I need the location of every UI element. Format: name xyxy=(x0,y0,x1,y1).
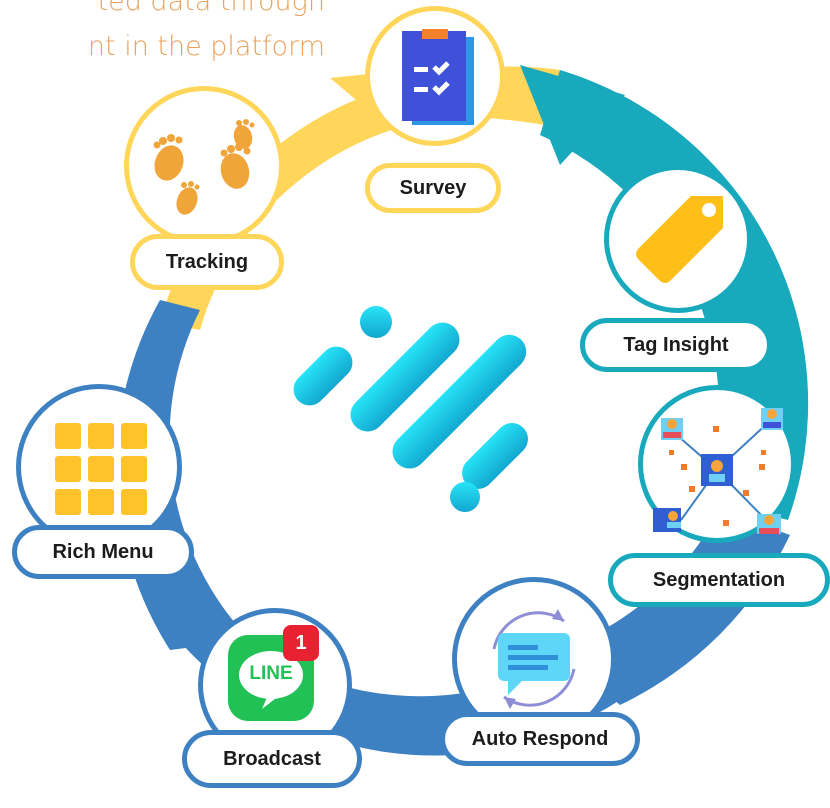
tag-insight-label[interactable]: Tag Insight xyxy=(580,318,772,372)
network-users-icon xyxy=(653,408,783,534)
speech-bubble-icon xyxy=(239,651,303,709)
survey-node[interactable] xyxy=(365,6,505,146)
ring-arrow-head-teal xyxy=(520,65,625,165)
tracking-label[interactable]: Tracking xyxy=(130,234,284,290)
headline-line-2: nt in the platform xyxy=(87,31,325,62)
segmentation-label[interactable]: Segmentation xyxy=(608,553,830,607)
clipboard-checklist-icon xyxy=(402,29,474,125)
line-app-text: LINE xyxy=(249,663,293,684)
line-app-icon: LINE xyxy=(228,635,314,721)
rich-menu-node[interactable] xyxy=(16,384,182,550)
auto-respond-label[interactable]: Auto Respond xyxy=(440,712,640,766)
headline-line-1: ted data through xyxy=(97,0,325,17)
tag-insight-node[interactable] xyxy=(604,165,752,313)
center-logo xyxy=(293,306,528,512)
grid-menu-icon xyxy=(55,423,147,515)
segmentation-node[interactable] xyxy=(638,385,796,543)
notification-badge: 1 xyxy=(283,625,319,661)
footprints-icon xyxy=(153,119,255,215)
broadcast-label[interactable]: Broadcast xyxy=(182,730,362,788)
survey-label[interactable]: Survey xyxy=(365,163,501,213)
rich-menu-label[interactable]: Rich Menu xyxy=(12,525,194,579)
tracking-node[interactable] xyxy=(124,86,284,246)
chat-refresh-icon xyxy=(492,609,576,709)
ring-arc-yellow xyxy=(160,78,430,330)
tag-icon xyxy=(636,196,723,283)
